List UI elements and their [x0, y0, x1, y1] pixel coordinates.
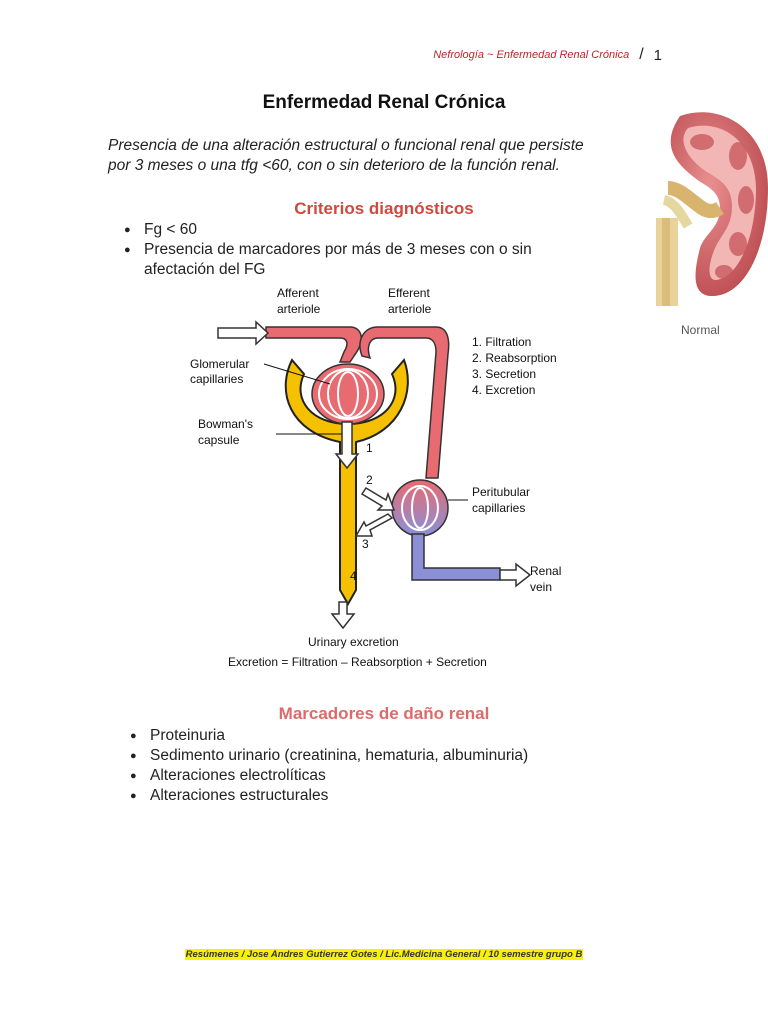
bowman-capsule-shape: [284, 358, 409, 607]
step-number: 4: [350, 569, 357, 583]
list-item: Fg < 60: [122, 220, 602, 240]
kidney-illustration: [656, 112, 768, 306]
excretion-equation: Excretion = Filtration – Reabsorption + …: [228, 655, 487, 669]
afferent-label-1: Afferent: [277, 286, 319, 300]
header-separator: /: [639, 46, 644, 63]
afferent-arteriole-shape: [265, 326, 362, 363]
efferent-arteriole-shape: [359, 326, 450, 479]
urinary-excretion-label: Urinary excretion: [308, 635, 399, 649]
header-breadcrumb: Nefrología ~ Enfermedad Renal Crónica: [433, 49, 630, 61]
footer-text: Resúmenes / Jose Andres Gutierrez Gotes …: [184, 949, 584, 960]
intro-line-1: Presencia de una alteración estructural …: [108, 137, 584, 154]
list-item: Presencia de marcadores por más de 3 mes…: [122, 240, 602, 280]
step-label: 3. Secretion: [472, 367, 536, 381]
bowman-label-1: Bowman's: [198, 417, 253, 431]
list-item: Alteraciones estructurales: [128, 786, 648, 806]
step-number: 2: [366, 473, 373, 487]
criteria-list: Fg < 60 Presencia de marcadores por más …: [122, 220, 602, 280]
peritubular-capillaries-shape: [391, 479, 501, 581]
list-item: Proteinuria: [128, 726, 648, 746]
peritubular-label-1: Peritubular: [472, 485, 530, 499]
glomerular-label-2: capillaries: [190, 372, 243, 386]
list-item: Alteraciones electrolíticas: [128, 766, 648, 786]
step-label: 4. Excretion: [472, 383, 535, 397]
renal-vein-label-1: Renal: [530, 564, 561, 578]
afferent-label-2: arteriole: [277, 302, 321, 316]
section-heading-marcadores: Marcadores de daño renal: [278, 704, 490, 723]
kidney-label: Normal: [681, 323, 720, 337]
page-footer: Resúmenes / Jose Andres Gutierrez Gotes …: [0, 944, 768, 962]
step-label: 1. Filtration: [472, 335, 531, 349]
bowman-label-2: capsule: [198, 433, 240, 447]
page-header: Nefrología ~ Enfermedad Renal Crónica / …: [433, 46, 662, 64]
peritubular-label-2: capillaries: [472, 501, 525, 515]
glomerular-label-1: Glomerular: [190, 357, 249, 371]
page-number: 1: [653, 46, 662, 64]
section-heading-criterios: Criterios diagnósticos: [294, 199, 474, 218]
flow-arrows: [217, 320, 532, 630]
renal-vein-label-2: vein: [530, 580, 552, 594]
efferent-label-2: arteriole: [388, 302, 432, 316]
step-number: 3: [362, 537, 369, 551]
list-item: Sedimento urinario (creatinina, hematuri…: [128, 746, 648, 766]
step-label: 2. Reabsorption: [472, 351, 557, 365]
intro-paragraph: Presencia de una alteración estructural …: [108, 136, 653, 176]
nephron-diagram: Afferent arteriole Efferent arteriole Gl…: [190, 286, 561, 669]
markers-list: Proteinuria Sedimento urinario (creatini…: [128, 726, 648, 806]
page-title: Enfermedad Renal Crónica: [262, 92, 506, 113]
intro-line-2: por 3 meses o una tfg <60, con o sin det…: [108, 157, 560, 174]
glomerulus-shape: [311, 363, 385, 425]
step-number: 1: [366, 441, 373, 455]
efferent-label-1: Efferent: [388, 286, 430, 300]
